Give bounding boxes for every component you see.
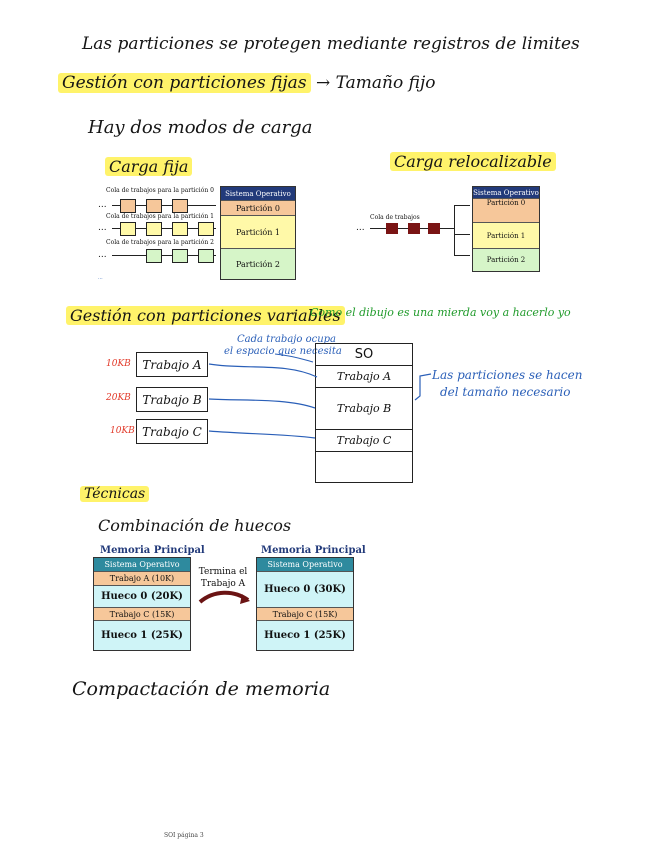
arrow-line xyxy=(208,363,318,378)
curved-arrow-icon xyxy=(198,590,250,604)
memory-job-b-cell: Trabajo B xyxy=(316,388,412,430)
job-box xyxy=(172,249,188,263)
queue-label-1: Cola de trabajos para la partición 1 xyxy=(106,213,214,220)
combination-transition: Termina el Trabajo A xyxy=(195,566,251,590)
queue-dots-0: ... xyxy=(98,200,107,210)
reloc-queue-dots: ... xyxy=(356,223,365,233)
compaction-heading: Compactación de memoria xyxy=(72,678,331,700)
job-box xyxy=(172,199,188,213)
job-box xyxy=(146,249,162,263)
fixed-load-highlight: Carga fija xyxy=(105,157,193,176)
job-box-c: Trabajo C xyxy=(136,419,208,444)
queue-dots-2: ... xyxy=(98,250,107,260)
load-modes-text: Hay dos modos de carga xyxy=(88,117,313,138)
comb-left-hole-0: Hueco 0 (20K) xyxy=(94,586,190,608)
hole-combination-heading: Combinación de huecos xyxy=(98,516,292,535)
job-box xyxy=(428,223,440,234)
job-box xyxy=(198,222,214,236)
heading-variable-partitions: Gestión con particiones variables xyxy=(66,306,345,325)
memory-title-left: Memoria Principal xyxy=(100,545,205,556)
job-box xyxy=(120,222,136,236)
comb-left-job-c: Trabajo C (15K) xyxy=(94,608,190,621)
branch-line xyxy=(454,255,470,256)
arrow-icon: → xyxy=(315,73,336,93)
diagram-caption: ... xyxy=(98,275,103,281)
job-box xyxy=(146,222,162,236)
reloc-queue-label: Cola de trabajos xyxy=(370,214,420,221)
comb-right-job-c: Trabajo C (15K) xyxy=(257,608,353,621)
job-box xyxy=(408,223,420,234)
arrow-line xyxy=(274,353,314,363)
queue-dots-1: ... xyxy=(98,223,107,233)
job-box xyxy=(386,223,398,234)
job-box-a: Trabajo A xyxy=(136,352,208,377)
arrow-line xyxy=(208,430,316,439)
queue-label-2: Cola de trabajos para la partición 2 xyxy=(106,239,214,246)
branch-line xyxy=(454,205,470,206)
page-footer: SOI página 3 xyxy=(164,832,204,839)
techniques-heading: Técnicas xyxy=(80,486,150,502)
memory-job-c-cell: Trabajo C xyxy=(316,430,412,452)
memory-title-right: Memoria Principal xyxy=(261,545,366,556)
right-note-2: del tamaño necesario xyxy=(440,385,571,399)
transition-line-1: Termina el xyxy=(198,567,248,577)
comb-right-hole-0: Hueco 0 (30K) xyxy=(257,572,353,608)
heading-variable-highlight: Gestión con particiones variables xyxy=(66,306,345,325)
branch-line xyxy=(454,234,470,235)
transition-line-2: Trabajo A xyxy=(200,579,246,589)
fixed-load-diagram: Cola de trabajos para la partición 0 ...… xyxy=(98,183,308,283)
comb-left-job-a: Trabajo A (10K) xyxy=(94,572,190,586)
job-box xyxy=(120,199,136,213)
job-box xyxy=(146,199,162,213)
green-note: Como el dibujo es una mierda voy a hacer… xyxy=(310,306,571,319)
memory-block: Sistema Operativo Partición 0 Partición … xyxy=(220,186,296,280)
comb-right-hole-1: Hueco 1 (25K) xyxy=(257,621,353,650)
queue-line-2 xyxy=(112,255,216,256)
blue-note-1: Cada trabajo ocupa xyxy=(237,334,337,345)
reloc-partition-1: Partición 1 xyxy=(473,223,539,249)
blue-note-2: el espacio que necesita xyxy=(224,346,342,357)
variable-memory-block: SO Trabajo A Trabajo B Trabajo C xyxy=(315,343,413,483)
memory-partition-0: Partición 0 xyxy=(221,201,295,216)
queue-label-0: Cola de trabajos para la partición 0 xyxy=(106,187,214,194)
heading-fixed-partitions: Gestión con particiones fijas → Tamaño f… xyxy=(58,73,435,93)
relocatable-load-label: Carga relocalizable xyxy=(390,152,556,171)
job-box-b: Trabajo B xyxy=(136,387,208,412)
heading-fixed-highlight: Gestión con particiones fijas xyxy=(58,73,311,93)
combination-memory-right: Sistema Operativo Hueco 0 (30K) Trabajo … xyxy=(256,557,354,651)
job-box xyxy=(198,249,214,263)
memory-partition-2: Partición 2 xyxy=(221,249,295,279)
job-size: 10KB xyxy=(110,426,135,436)
memory-so-cell: SO xyxy=(316,344,412,366)
memory-os-cell: Sistema Operativo xyxy=(221,187,295,201)
fixed-load-label: Carga fija xyxy=(105,157,193,176)
blue-arrows xyxy=(208,353,432,439)
reloc-partition-2: Partición 2 xyxy=(473,249,539,271)
memory-partition-1: Partición 1 xyxy=(221,216,295,249)
job-size: 20KB xyxy=(106,393,131,403)
techniques-highlight: Técnicas xyxy=(80,486,150,502)
relocatable-load-highlight: Carga relocalizable xyxy=(390,152,556,171)
protection-text: Las particiones se protegen mediante reg… xyxy=(82,34,580,54)
job-box xyxy=(172,222,188,236)
memory-job-a-cell: Trabajo A xyxy=(316,366,412,388)
comb-right-os: Sistema Operativo xyxy=(257,558,353,572)
fixed-size-text: Tamaño fijo xyxy=(335,73,436,93)
comb-left-os: Sistema Operativo xyxy=(94,558,190,572)
branch-line xyxy=(454,205,455,255)
queue-line-0 xyxy=(112,205,216,206)
reloc-memory-block: Sistema Operativo Partición 0 Partición … xyxy=(472,186,540,272)
comb-left-hole-1: Hueco 1 (25K) xyxy=(94,621,190,650)
arrow-line xyxy=(414,373,432,401)
relocatable-load-diagram: Cola de trabajos ... Sistema Operativo P… xyxy=(356,183,546,273)
reloc-os-cell: Sistema Operativo xyxy=(473,187,539,199)
combination-memory-left: Sistema Operativo Trabajo A (10K) Hueco … xyxy=(93,557,191,651)
memory-free-cell xyxy=(316,452,412,482)
arrow-line xyxy=(208,398,316,409)
reloc-partition-0: Partición 0 xyxy=(473,199,539,223)
right-note-1: Las particiones se hacen xyxy=(432,368,583,382)
queue-line-1 xyxy=(112,228,216,229)
job-size: 10KB xyxy=(106,359,131,369)
